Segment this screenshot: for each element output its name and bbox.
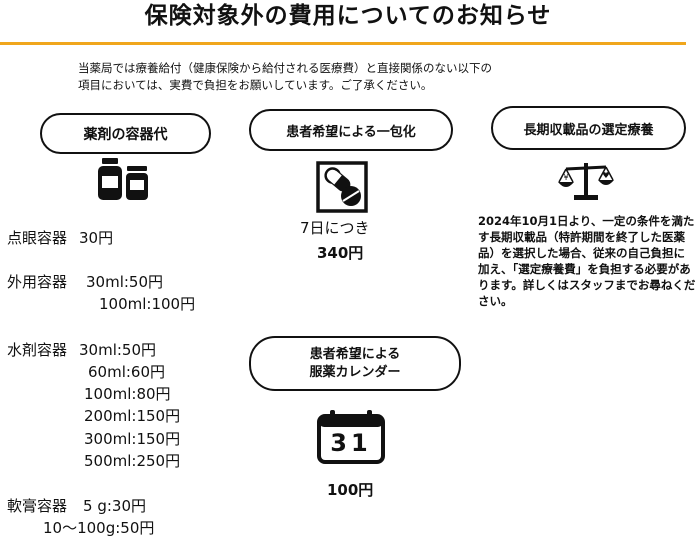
calendar-icon: 31 <box>316 409 386 465</box>
calendar-heading: 患者希望による 服薬カレンダー <box>249 336 461 391</box>
calendar-price: 100円 <box>327 481 374 499</box>
calendar-heading-line-2: 服薬カレンダー <box>309 364 401 380</box>
title-divider <box>0 42 686 45</box>
container-row-external: 外用容器 30ml:50円 <box>7 271 163 293</box>
containers-heading-label: 薬剤の容器代 <box>83 126 168 143</box>
container-price: 30円 <box>79 229 114 247</box>
page-title: 保険対象外の費用についてのお知らせ <box>144 3 552 29</box>
container-price: 300ml:150円 <box>84 430 181 448</box>
long-listed-note: 2024年10月1日より、一定の条件を満たす長期収載品（特許期間を終了した医薬品… <box>478 214 696 308</box>
container-name: 水剤容器 <box>7 341 68 359</box>
container-row-liquid-6: 500ml:250円 <box>84 450 180 472</box>
container-price: 30ml:50円 <box>79 341 157 359</box>
container-row-liquid-4: 200ml:150円 <box>84 405 180 427</box>
svg-text:♥: ♥ <box>602 171 609 180</box>
container-row-external-2: 100ml:100円 <box>99 293 195 315</box>
one-dose-price: 340円 <box>317 244 364 262</box>
balance-scale-icon: ¥ ♥ <box>558 163 614 200</box>
container-name: 外用容器 <box>7 273 68 291</box>
intro-line-2: 項目においては、実費で負担をお願いしています。ご了承ください。 <box>78 78 433 92</box>
intro-text: 当薬局では療養給付（健康保険から給付される医療費）と直接関係のない以下の 項目に… <box>78 60 638 94</box>
bottles-icon <box>98 158 148 200</box>
one-dose-heading: 患者希望による一包化 <box>249 109 453 151</box>
long-listed-heading-label: 長期収載品の選定療養 <box>523 122 654 138</box>
container-price: 200ml:150円 <box>84 407 181 425</box>
container-price: 10～100g:50円 <box>43 519 155 537</box>
containers-heading: 薬剤の容器代 <box>40 113 211 154</box>
container-row-liquid-2: 60ml:60円 <box>88 361 165 383</box>
pill-packet-icon <box>316 161 368 213</box>
container-row-liquid-3: 100ml:80円 <box>84 383 171 405</box>
container-row-ointment-2: 10～100g:50円 <box>43 517 154 539</box>
calendar-day: 31 <box>330 429 372 457</box>
container-price: 100ml:100円 <box>99 295 196 313</box>
long-listed-heading: 長期収載品の選定療養 <box>491 106 686 150</box>
container-row-liquid: 水剤容器 30ml:50円 <box>7 339 156 361</box>
container-price: 500ml:250円 <box>84 452 181 470</box>
intro-line-1: 当薬局では療養給付（健康保険から給付される医療費）と直接関係のない以下の <box>78 61 492 75</box>
container-row-ointment: 軟膏容器 5 g:30円 <box>7 495 146 517</box>
container-price: 60ml:60円 <box>88 363 166 381</box>
svg-text:¥: ¥ <box>563 173 568 182</box>
calendar-heading-line-1: 患者希望による <box>309 346 401 362</box>
container-price: 5 g:30円 <box>83 497 146 515</box>
one-dose-heading-label: 患者希望による一包化 <box>286 124 416 140</box>
container-name: 点眼容器 <box>7 229 68 247</box>
container-price: 100ml:80円 <box>84 385 171 403</box>
container-row-eye: 点眼容器 30円 <box>7 227 113 249</box>
one-dose-per: 7日につき <box>300 219 370 237</box>
container-name: 軟膏容器 <box>7 497 68 515</box>
container-row-liquid-5: 300ml:150円 <box>84 428 180 450</box>
container-price: 30ml:50円 <box>86 273 164 291</box>
